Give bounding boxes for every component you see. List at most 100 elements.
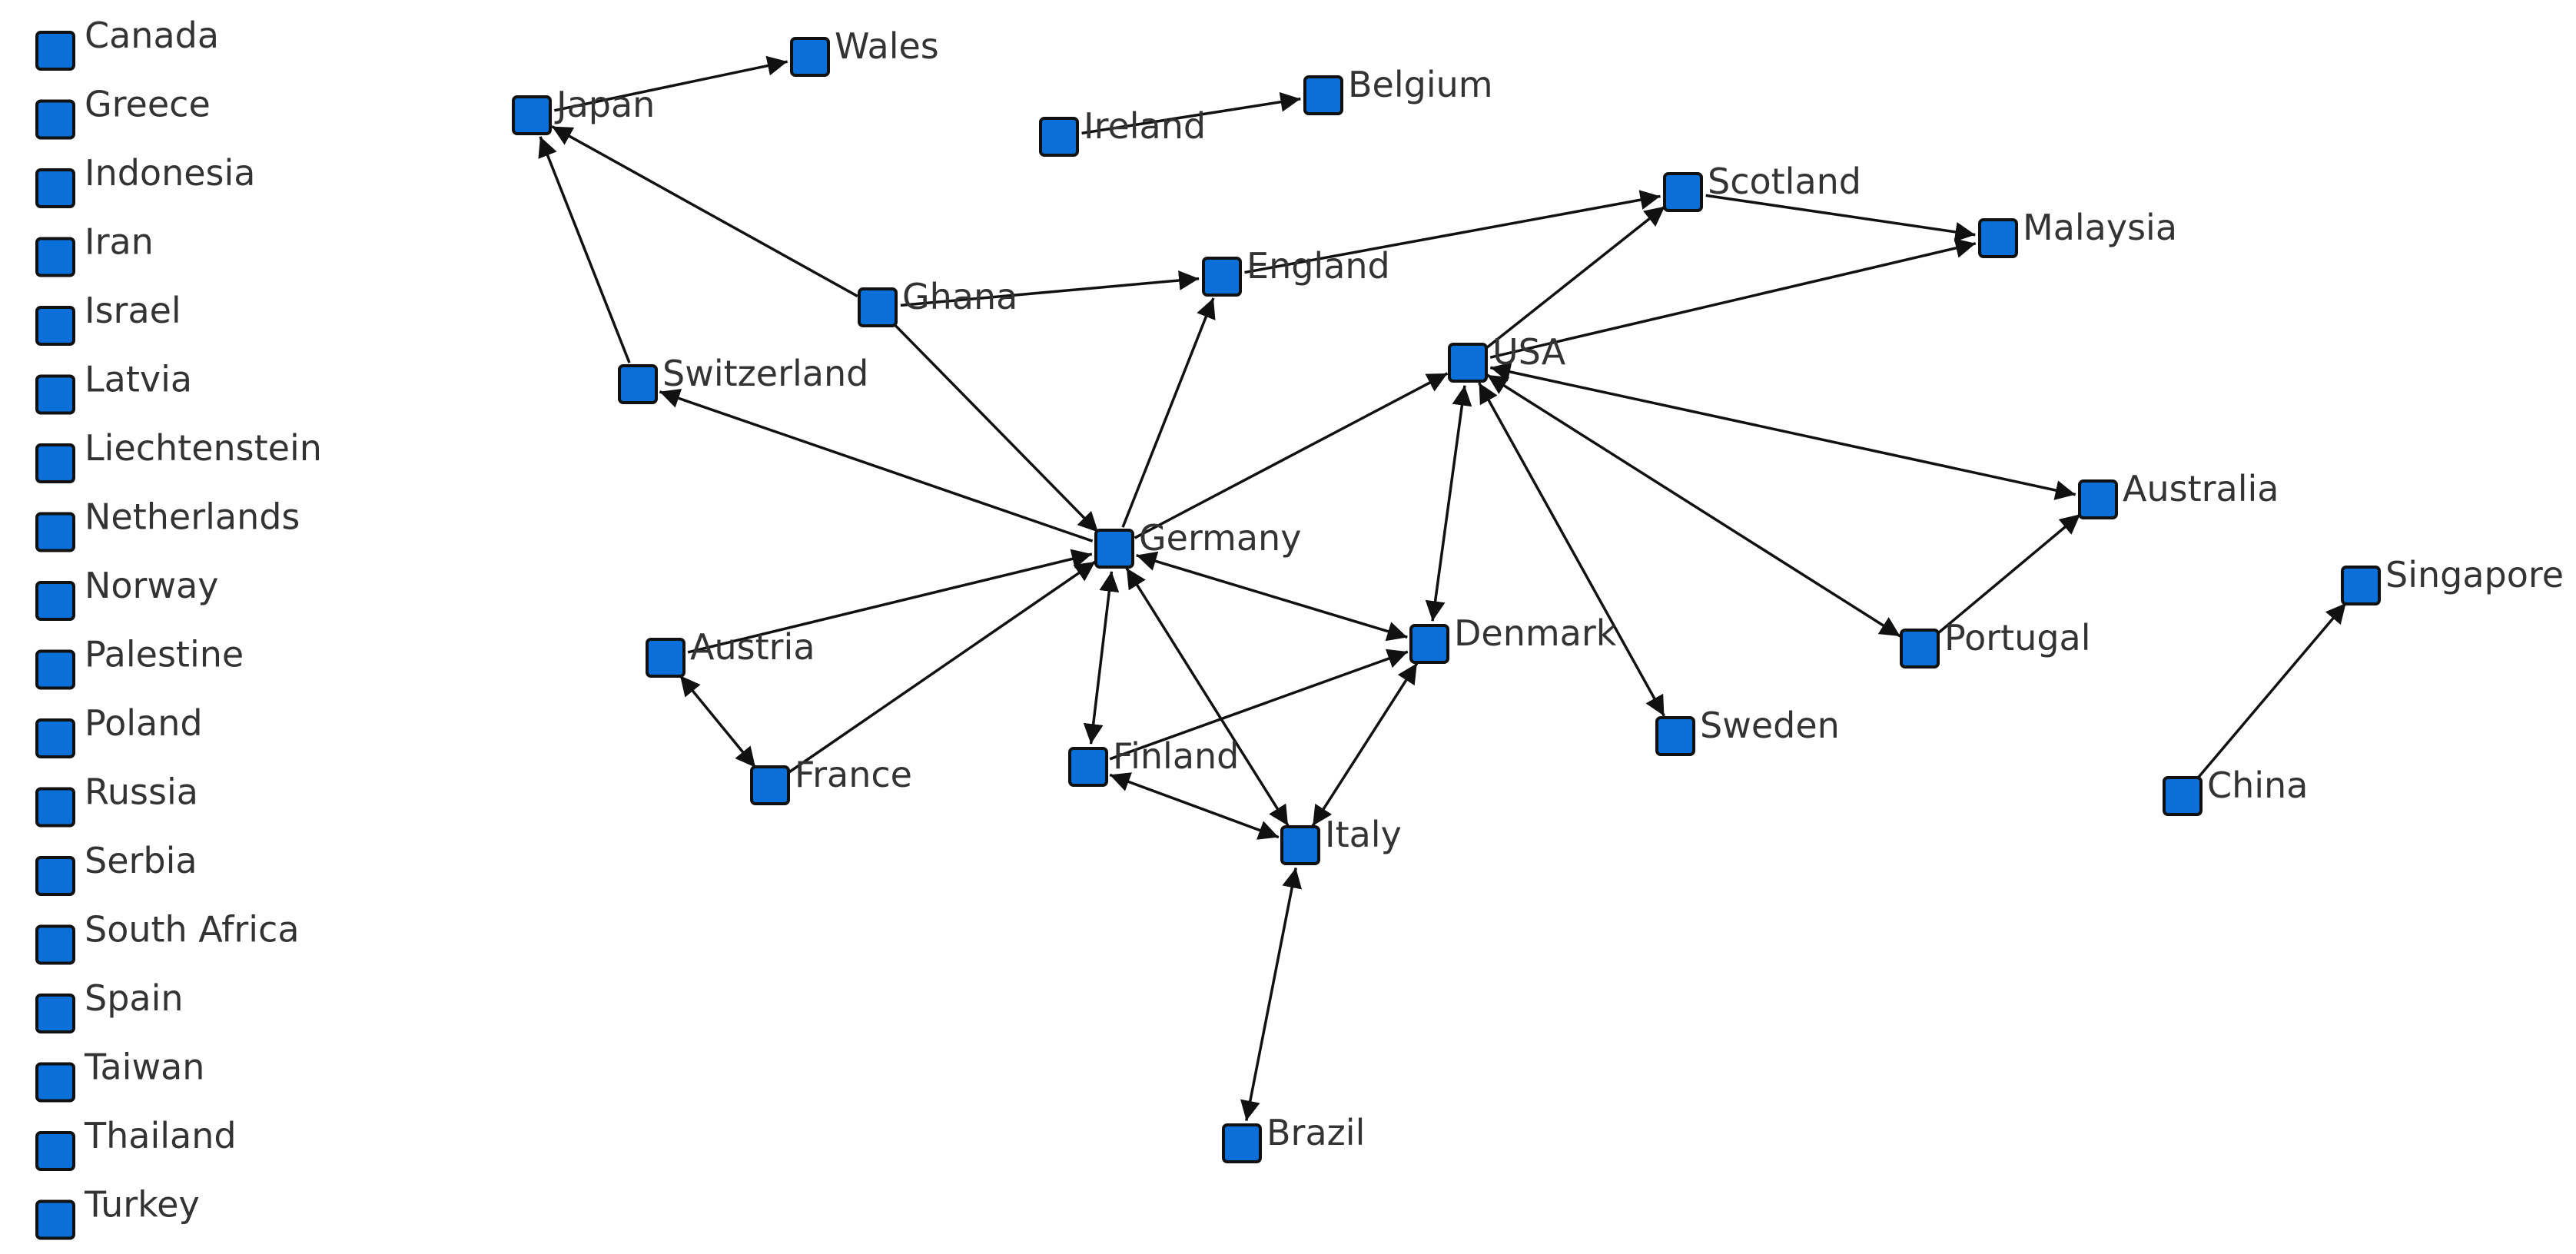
node-square[interactable] [1409, 624, 1449, 664]
node-singapore[interactable]: Singapore [2341, 554, 2564, 605]
node-square[interactable] [1663, 172, 1703, 212]
node-square[interactable] [35, 856, 75, 896]
node-square[interactable] [1068, 747, 1108, 787]
node-square[interactable] [1303, 75, 1343, 115]
node-square[interactable] [790, 37, 830, 77]
node-square[interactable] [1900, 629, 1940, 668]
node-square[interactable] [1039, 117, 1079, 157]
node-square[interactable] [2163, 776, 2203, 816]
node-label: Spain [85, 977, 184, 1019]
isolated-node-serbia[interactable]: Serbia [35, 840, 198, 896]
node-square[interactable] [35, 994, 75, 1033]
isolated-node-norway[interactable]: Norway [35, 565, 219, 621]
node-label: Switzerland [662, 353, 868, 394]
node-square[interactable] [35, 306, 75, 346]
node-wales[interactable]: Wales [790, 25, 939, 77]
node-label: Brazil [1266, 1112, 1365, 1153]
node-portugal[interactable]: Portugal [1900, 617, 2091, 668]
node-square[interactable] [1222, 1123, 1262, 1163]
isolated-node-turkey[interactable]: Turkey [35, 1184, 200, 1240]
edge-usa-denmark [1425, 385, 1472, 622]
node-square[interactable] [1978, 218, 2018, 258]
edge-usa-sweden [1478, 382, 1665, 717]
isolated-node-greece[interactable]: Greece [35, 84, 211, 140]
node-square[interactable] [35, 1199, 75, 1240]
node-square[interactable] [35, 512, 75, 552]
edge-usa-malaysia [1489, 238, 1977, 359]
node-square[interactable] [858, 287, 898, 327]
node-square[interactable] [35, 1131, 75, 1171]
isolated-node-south-africa[interactable]: South Africa [35, 909, 300, 965]
node-finland[interactable]: Finland [1068, 735, 1239, 787]
node-square[interactable] [35, 31, 75, 71]
node-germany[interactable]: Germany [1094, 517, 1301, 569]
edge-germany-denmark [1136, 551, 1408, 642]
isolated-node-indonesia[interactable]: Indonesia [35, 152, 255, 208]
node-china[interactable]: China [2163, 765, 2308, 816]
node-square[interactable] [1202, 257, 1242, 297]
node-label: Russia [85, 771, 198, 813]
node-malaysia[interactable]: Malaysia [1978, 207, 2177, 258]
isolated-node-netherlands[interactable]: Netherlands [35, 496, 300, 552]
edge-usa-scotland [1485, 205, 1666, 350]
isolated-node-thailand[interactable]: Thailand [35, 1115, 237, 1171]
node-switzerland[interactable]: Switzerland [618, 353, 868, 404]
node-square[interactable] [618, 364, 658, 404]
node-square[interactable] [512, 95, 552, 135]
node-square[interactable] [1448, 343, 1488, 383]
node-ireland[interactable]: Ireland [1039, 105, 1206, 157]
node-square[interactable] [35, 787, 75, 828]
node-square[interactable] [35, 168, 75, 208]
node-brazil[interactable]: Brazil [1222, 1112, 1365, 1163]
node-france[interactable]: France [750, 754, 912, 805]
node-square[interactable] [35, 581, 75, 621]
isolated-node-latvia[interactable]: Latvia [35, 359, 192, 415]
node-square[interactable] [35, 443, 75, 483]
node-label: Japan [554, 84, 655, 125]
edge-usa-portugal [1486, 373, 1901, 638]
edge-japan-wales [554, 55, 788, 112]
node-label: Poland [85, 702, 203, 744]
edge-china-singapore [2196, 602, 2347, 780]
node-square[interactable] [2341, 566, 2381, 605]
node-belgium[interactable]: Belgium [1303, 64, 1493, 115]
node-ghana[interactable]: Ghana [858, 276, 1017, 327]
node-england[interactable]: England [1202, 245, 1390, 297]
isolated-node-liechtenstein[interactable]: Liechtenstein [35, 427, 322, 483]
node-square[interactable] [1280, 825, 1320, 865]
node-square[interactable] [35, 649, 75, 690]
node-square[interactable] [1655, 716, 1695, 756]
isolated-node-iran[interactable]: Iran [35, 221, 154, 277]
node-sweden[interactable]: Sweden [1655, 705, 1840, 756]
node-square[interactable] [35, 237, 75, 277]
node-label: England [1247, 245, 1390, 287]
node-label: Australia [2123, 468, 2279, 509]
node-japan[interactable]: Japan [512, 84, 655, 135]
node-label: Canada [85, 15, 219, 56]
node-austria[interactable]: Austria [646, 626, 815, 678]
node-square[interactable] [1094, 529, 1134, 569]
node-label: Portugal [1944, 617, 2091, 659]
node-usa[interactable]: USA [1448, 331, 1566, 383]
node-square[interactable] [2078, 479, 2118, 519]
node-square[interactable] [35, 1062, 75, 1103]
isolated-node-russia[interactable]: Russia [35, 771, 198, 828]
node-australia[interactable]: Australia [2078, 468, 2279, 519]
isolated-node-taiwan[interactable]: Taiwan [35, 1047, 204, 1103]
node-denmark[interactable]: Denmark [1409, 612, 1617, 664]
node-square[interactable] [35, 99, 75, 140]
node-square[interactable] [35, 924, 75, 965]
isolated-node-spain[interactable]: Spain [35, 977, 184, 1033]
node-square[interactable] [646, 638, 685, 678]
node-scotland[interactable]: Scotland [1663, 161, 1861, 212]
node-italy[interactable]: Italy [1280, 814, 1402, 865]
isolated-node-palestine[interactable]: Palestine [35, 634, 244, 690]
node-square[interactable] [750, 765, 790, 805]
node-square[interactable] [35, 718, 75, 758]
isolated-node-israel[interactable]: Israel [35, 290, 181, 346]
isolated-node-canada[interactable]: Canada [35, 15, 219, 71]
edge-switzerland-japan [538, 136, 631, 363]
node-square[interactable] [35, 374, 75, 415]
node-label: Wales [835, 25, 939, 67]
isolated-node-poland[interactable]: Poland [35, 702, 203, 758]
